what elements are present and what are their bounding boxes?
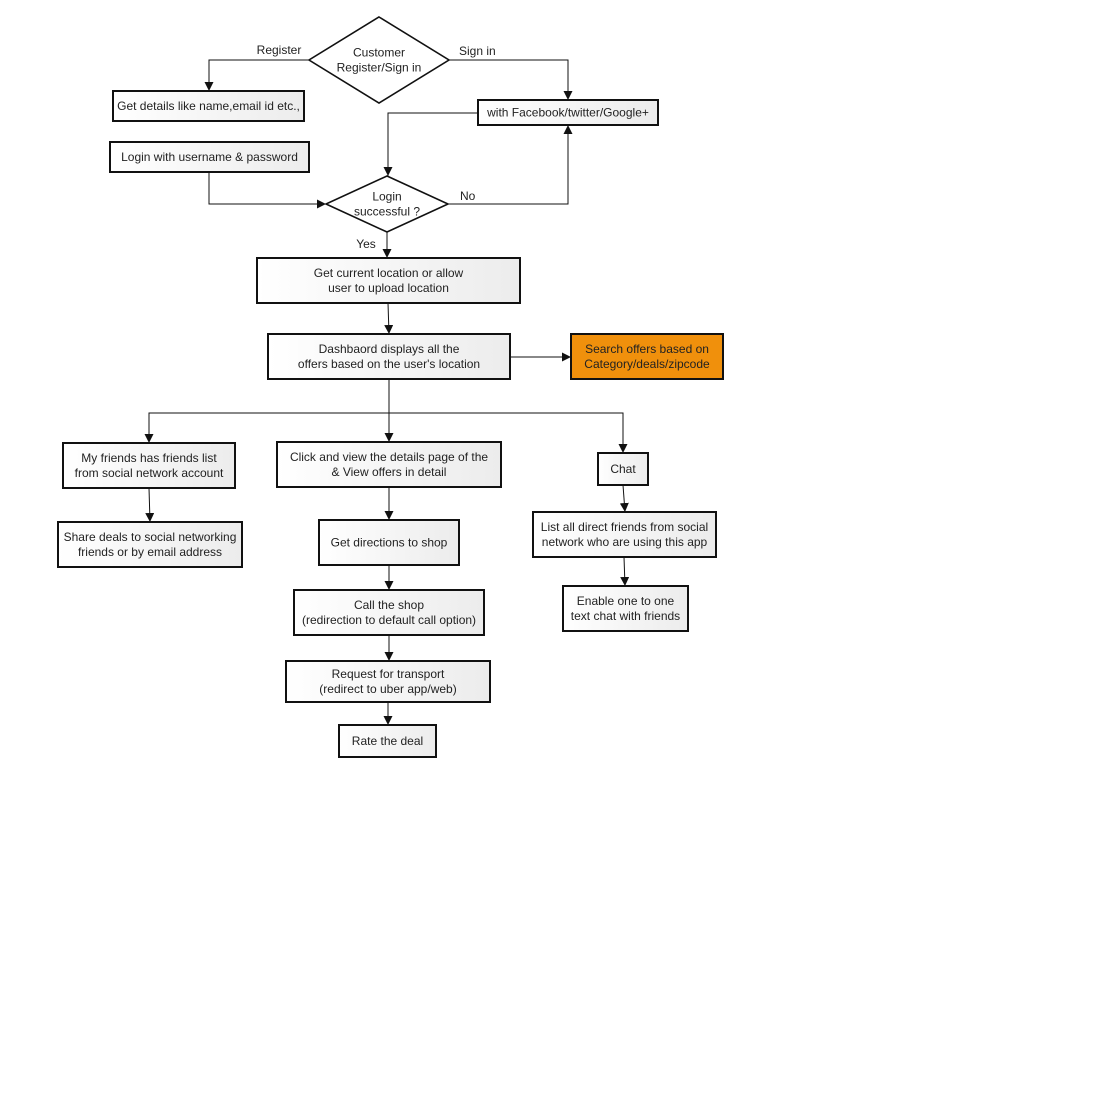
- process-box: [477, 99, 659, 126]
- process-box: [318, 519, 460, 566]
- process-box: [267, 333, 511, 380]
- node-label-line: Share deals to social networking: [64, 530, 237, 544]
- edge-start-to-social-login: [449, 59, 573, 100]
- node-chat: Chat: [597, 452, 649, 486]
- process-box: [597, 452, 649, 486]
- node-label-line: Chat: [610, 462, 636, 476]
- node-label-line: friends or by email address: [78, 545, 222, 559]
- process-box: [276, 441, 502, 488]
- decision-diamond: [307, 16, 451, 104]
- node-rate-deal: Rate the deal: [338, 724, 437, 758]
- edge-label: Register: [257, 43, 302, 57]
- process-box: [109, 141, 310, 173]
- edge-friends-list-to-share-deals: [145, 487, 155, 523]
- process-box: [532, 511, 717, 558]
- edge-start-to-get-details: [204, 59, 309, 91]
- node-label-line: Dashbaord displays all the: [319, 342, 460, 356]
- node-label-line: Get details like name,email id etc.,: [117, 99, 300, 113]
- node-label-line: & View offers in detail: [332, 465, 447, 479]
- node-label-line: (redirection to default call option): [302, 613, 476, 627]
- edge-label: Sign in: [459, 44, 496, 58]
- process-box: [338, 724, 437, 758]
- edge-label: Yes: [356, 237, 376, 251]
- edge-social-login-to-login-successful: [383, 112, 478, 176]
- node-view-details: Click and view the details page of the& …: [276, 441, 502, 488]
- process-box: [62, 442, 236, 489]
- node-social-login: with Facebook/twitter/Google+: [477, 99, 659, 126]
- node-label-line: offers based on the user's location: [298, 357, 480, 371]
- edge-list-friends-to-text-chat: [620, 556, 630, 587]
- edge-dashboard-to-chat: [389, 412, 628, 453]
- node-label-line: Get directions to shop: [331, 536, 448, 550]
- node-request-transport: Request for transport(redirect to uber a…: [285, 660, 491, 703]
- node-label-line: with Facebook/twitter/Google+: [486, 106, 649, 120]
- process-box: [285, 660, 491, 703]
- node-label-line: Login: [372, 190, 401, 204]
- node-label-line: successful ?: [354, 205, 420, 219]
- node-list-friends: List all direct friends from socialnetwo…: [532, 511, 717, 558]
- node-get-details: Get details like name,email id etc.,: [112, 90, 305, 122]
- node-label-line: text chat with friends: [571, 609, 680, 623]
- edge-chat-to-list-friends: [619, 484, 629, 513]
- node-get-directions: Get directions to shop: [318, 519, 460, 566]
- node-label-line: Request for transport: [332, 667, 445, 681]
- node-label-line: Customer: [353, 46, 405, 60]
- process-box: [256, 257, 521, 304]
- decision-diamond: [324, 175, 450, 233]
- process-box: [562, 585, 689, 632]
- edge-dashboard-to-friends-list: [144, 379, 390, 443]
- node-share-deals: Share deals to social networkingfriends …: [57, 521, 243, 568]
- node-label-line: Enable one to one: [577, 594, 675, 608]
- node-label-line: My friends has friends list: [81, 451, 217, 465]
- node-label-line: Rate the deal: [352, 734, 423, 748]
- node-label-line: Call the shop: [354, 598, 424, 612]
- node-label-line: (redirect to uber app/web): [319, 682, 456, 696]
- node-login-username: Login with username & password: [109, 141, 310, 173]
- node-call-shop: Call the shop(redirection to default cal…: [293, 589, 485, 636]
- node-label-line: Category/deals/zipcode: [584, 357, 710, 371]
- node-label-line: Search offers based on: [585, 342, 709, 356]
- node-label-line: user to upload location: [328, 281, 449, 295]
- highlighted-process-box: [570, 333, 724, 380]
- node-label-line: Click and view the details page of the: [290, 450, 488, 464]
- process-box: [57, 521, 243, 568]
- process-box: [293, 589, 485, 636]
- node-label-line: Get current location or allow: [314, 266, 464, 280]
- edge-get-location-to-dashboard: [384, 302, 394, 335]
- process-box: [112, 90, 305, 122]
- node-label-line: Register/Sign in: [337, 61, 422, 75]
- node-label-line: List all direct friends from social: [541, 520, 708, 534]
- edges-layer: [144, 59, 630, 725]
- edge-login-username-to-login-successful: [208, 172, 326, 209]
- edge-label: No: [460, 189, 476, 203]
- edge-login-successful-to-social-login: [448, 125, 573, 205]
- node-label-line: network who are using this app: [542, 535, 708, 549]
- node-label-line: Login with username & password: [121, 150, 298, 164]
- node-search-offers: Search offers based onCategory/deals/zip…: [570, 333, 724, 380]
- node-label-line: from social network account: [75, 466, 224, 480]
